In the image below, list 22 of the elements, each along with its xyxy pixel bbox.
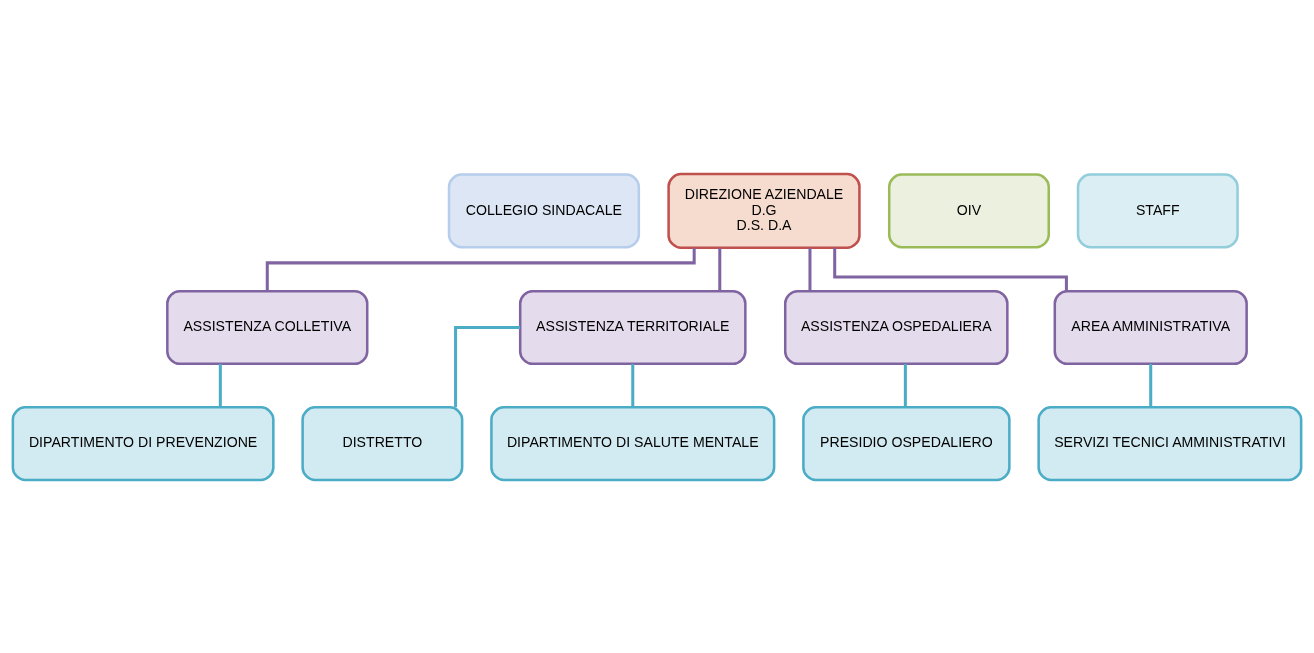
- connector: [1149, 363, 1153, 407]
- node-box: DISTRETTO: [301, 405, 464, 481]
- node-box: ASSISTENZA COLLETIVA: [166, 289, 369, 365]
- node-box: DIREZIONE AZIENDALE D.G D.S. D.A: [667, 172, 861, 249]
- node-box: DIPARTIMENTO DI PREVENZIONE: [11, 405, 275, 481]
- connector: [833, 247, 1068, 291]
- connector: [718, 247, 722, 291]
- node-box: OIV: [887, 172, 1050, 248]
- node-box: STAFF: [1076, 172, 1239, 248]
- node-box: DIPARTIMENTO DI SALUTE MENTALE: [490, 405, 776, 481]
- connector: [808, 247, 812, 291]
- node-box: AREA AMMINISTRATIVA: [1053, 289, 1248, 365]
- connector: [454, 325, 521, 407]
- connector: [265, 247, 696, 291]
- connector: [218, 363, 222, 407]
- node-box: PRESIDIO OSPEDALIERO: [802, 405, 1011, 481]
- node-box: SERVIZI TECNICI AMMINISTRATIVI: [1037, 405, 1303, 481]
- node-box: ASSISTENZA TERRITORIALE: [518, 289, 747, 365]
- connector: [903, 363, 907, 407]
- node-box: COLLEGIO SINDACALE: [447, 172, 641, 248]
- connector: [631, 363, 635, 407]
- node-box: ASSISTENZA OSPEDALIERA: [783, 289, 1009, 365]
